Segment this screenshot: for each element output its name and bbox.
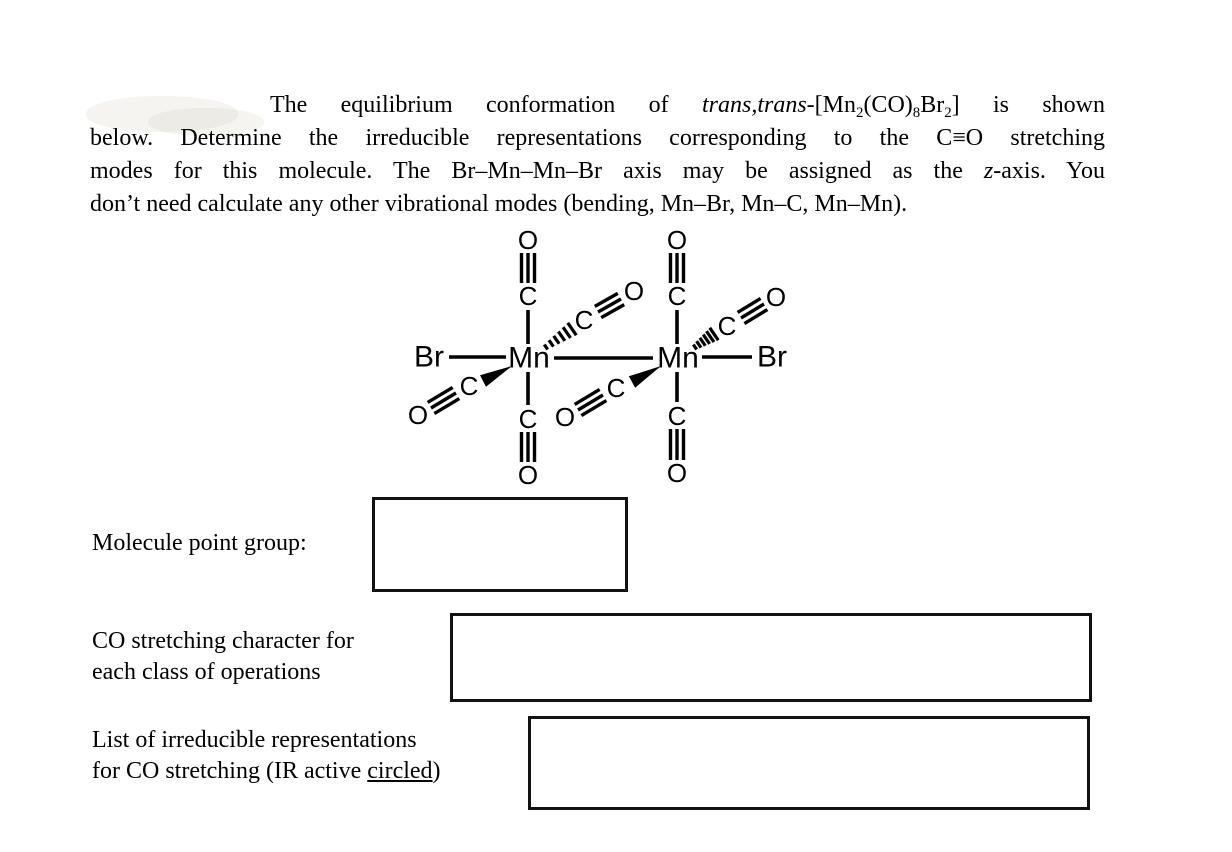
point-group-label: Molecule point group: [92, 528, 307, 559]
text-line: below. Determine the irreducible represe… [90, 125, 1105, 151]
atom-label-mn: Mn [657, 342, 699, 375]
bond-triple [426, 385, 454, 404]
bond-solid-wedge [480, 366, 512, 387]
atom-label-c: C [519, 404, 538, 434]
bond-triple [736, 296, 762, 314]
text-line: don’t need calculate any other vibration… [90, 191, 908, 217]
co-character-label: CO stretching character for each class of… [92, 626, 354, 688]
bond-hash-wedge [542, 343, 550, 351]
atom-label-o: O [766, 282, 786, 312]
bond-triple [593, 291, 619, 308]
text-line: List of irreducible representations [92, 727, 417, 753]
atom-label-c: C [575, 305, 594, 335]
text-line: each class of operations [92, 659, 321, 685]
irreps-answer-box[interactable] [528, 716, 1090, 810]
atom-label-br: Br [757, 341, 787, 374]
co-character-answer-box[interactable] [450, 613, 1092, 702]
atom-label-o: O [624, 276, 644, 306]
point-group-answer-box[interactable] [372, 497, 628, 592]
bond-triple [433, 397, 461, 416]
bond-hash-wedge [691, 343, 699, 351]
atom-label-o: O [667, 225, 687, 255]
atom-label-o: O [408, 400, 428, 430]
text-line: Molecule point group: [92, 530, 307, 556]
atom-label-o: O [667, 458, 687, 488]
atom-label-c: C [718, 311, 737, 341]
atom-label-o: O [555, 402, 575, 432]
bond-hash-wedge [708, 326, 720, 342]
bond-hash-wedge [561, 326, 572, 339]
atom-label-o: O [518, 225, 538, 255]
bond-hash-wedge [698, 336, 707, 347]
atom-label-mn: Mn [508, 342, 550, 375]
erased-area [86, 96, 238, 132]
bond-hash-wedge [547, 339, 555, 348]
bond-hash-wedge [695, 340, 703, 349]
text-line: CO stretching character for [92, 628, 354, 654]
bond-triple [597, 297, 622, 314]
text-line: The equilibrium conformation of trans,tr… [270, 92, 1105, 122]
bond-triple [580, 399, 608, 418]
atom-label-c: C [460, 371, 479, 401]
bond-hash-wedge [566, 321, 578, 337]
bond-triple [430, 391, 457, 410]
atom-label-br: Br [414, 341, 444, 374]
text-line: modes for this molecule. The Br–Mn–Mn–Br… [90, 158, 1105, 184]
bond-hash-wedge [552, 334, 561, 345]
bond-hash-wedge [701, 333, 711, 345]
atom-label-o: O [518, 460, 538, 490]
text-line: for CO stretching (IR active circled) [92, 758, 441, 784]
atom-label-c: C [607, 373, 626, 403]
bond-solid-wedge [628, 366, 661, 388]
atom-label-c: C [668, 401, 687, 431]
bond-triple [573, 387, 601, 406]
bond-hash-wedge [557, 330, 567, 342]
erased-area [148, 108, 264, 136]
atom-label-c: C [519, 281, 538, 311]
bond-triple [577, 393, 604, 412]
problem-statement: The equilibrium conformation of trans,tr… [90, 89, 1105, 221]
bond-hash-wedge [705, 330, 716, 343]
bond-triple [600, 303, 626, 320]
bond-triple [740, 302, 765, 320]
atom-label-c: C [668, 281, 687, 311]
bond-triple [743, 308, 769, 326]
irreps-label: List of irreducible representations for C… [92, 725, 441, 787]
